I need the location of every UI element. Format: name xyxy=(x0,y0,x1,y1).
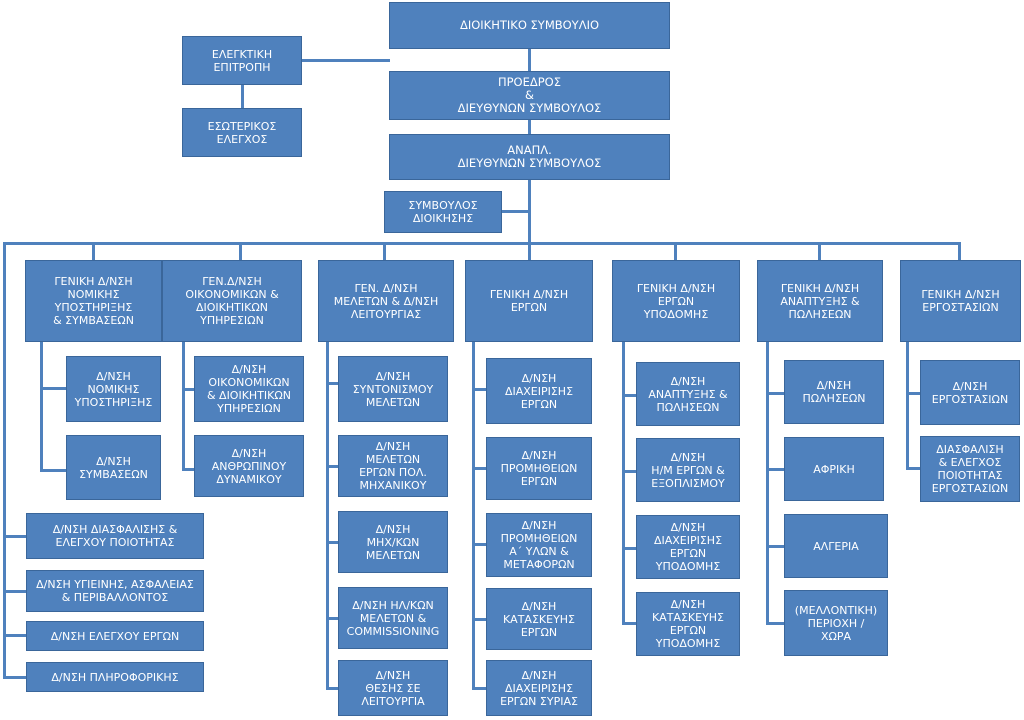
unit-project-procurement-box: Δ/ΝΣΗ ΠΡΟΜΗΘΕΙΩΝ ΕΡΓΩΝ xyxy=(486,437,592,500)
unit-materials-procurement-box: Δ/ΝΣΗ ΠΡΟΜΗΘΕΙΩΝ Α΄ ΥΛΩΝ & ΜΕΤΑΦΟΡΩΝ xyxy=(486,513,592,577)
drop-div-7 xyxy=(958,245,961,260)
stub-div3-u4 xyxy=(326,617,338,620)
stub-div5-u3 xyxy=(622,547,636,550)
spine-div-7 xyxy=(906,342,909,470)
stub-div4-u1 xyxy=(472,388,486,391)
connector-audit-committee xyxy=(302,59,390,62)
spine-div-1 xyxy=(40,342,43,472)
unit-human-resources-box: Δ/ΝΣΗ ΑΝΘΡΩΠΙΝΟΥ ΔΥΝΑΜΙΚΟΥ xyxy=(194,435,304,497)
stub-staff-1 xyxy=(6,535,26,538)
unit-study-coordination-box: Δ/ΝΣΗ ΣΥΝΤΟΝΙΣΜΟΥ ΜΕΛΕΤΩΝ xyxy=(338,356,448,422)
stub-div4-u3 xyxy=(472,543,486,546)
stub-staff-2 xyxy=(6,590,26,593)
bus-left-vertical xyxy=(3,242,6,679)
stub-div3-u3 xyxy=(326,541,338,544)
stub-div3-u2 xyxy=(326,465,338,468)
spine-div-4 xyxy=(472,342,475,690)
stub-div3-u1 xyxy=(326,382,338,385)
stub-div6-u2 xyxy=(766,468,784,471)
spine-div-2 xyxy=(182,342,185,471)
stub-div7-u1 xyxy=(906,392,920,395)
stub-div5-u1 xyxy=(622,394,636,397)
connector-ceo-deputy xyxy=(528,120,531,134)
unit-legal-support-box: Δ/ΝΣΗ ΝΟΜΙΚΗΣ ΥΠΟΣΤΗΡΙΞΗΣ xyxy=(66,356,161,422)
spine-div-6 xyxy=(766,342,769,625)
audit-committee-box: ΕΛΕΓΚΤΙΚΗ ΕΠΙΤΡΟΠΗ xyxy=(182,36,302,85)
unit-sales-box: Δ/ΝΣΗ ΠΩΛΗΣΕΩΝ xyxy=(784,360,884,424)
unit-development-sales-box: Δ/ΝΣΗ ΑΝΑΠΤΥΞΗΣ & ΠΩΛΗΣΕΩΝ xyxy=(636,362,740,426)
drop-div-2 xyxy=(239,245,242,260)
division-sales-box: ΓΕΝΙΚΗ Δ/ΝΣΗ ΑΝΑΠΤΥΞΗΣ & ΠΩΛΗΣΕΩΝ xyxy=(757,260,883,342)
stub-div5-u4 xyxy=(622,622,636,625)
division-studies-box: ΓΕΝ. Δ/ΝΣΗ ΜΕΛΕΤΩΝ & Δ/ΝΣΗ ΛΕΙΤΟΥΡΓΙΑΣ xyxy=(318,260,454,342)
unit-civil-engineering-box: Δ/ΝΣΗ ΜΕΛΕΤΩΝ ΕΡΓΩΝ ΠΟΛ. ΜΗΧΑΝΙΚΟΥ xyxy=(338,435,448,497)
connector-internal-audit xyxy=(241,85,244,108)
unit-electrical-commissioning-box: Δ/ΝΣΗ ΗΛ/ΚΩΝ ΜΕΛΕΤΩΝ & COMMISSIONING xyxy=(338,587,448,649)
division-factories-box: ΓΕΝΙΚΗ Δ/ΝΣΗ ΕΡΓΟΣΤΑΣΙΩΝ xyxy=(900,260,1021,342)
stub-div1-u2 xyxy=(40,469,66,472)
unit-project-management-box: Δ/ΝΣΗ ΔΙΑΧΕΙΡΙΣΗΣ ΕΡΓΩΝ xyxy=(486,358,592,424)
stub-staff-4 xyxy=(6,676,26,679)
division-legal-box: ΓΕΝΙΚΗ Δ/ΝΣΗ ΝΟΜΙΚΗΣ ΥΠΟΣΤΗΡΙΞΗΣ & ΣΥΜΒΑ… xyxy=(25,260,162,342)
stub-div4-u4 xyxy=(472,618,486,621)
division-finance-box: ΓΕΝ.Δ/ΝΣΗ ΟΙΚΟΝΟΜΙΚΩΝ & ΔΙΟΙΚΗΤΙΚΩΝ ΥΠΗΡ… xyxy=(162,260,302,342)
unit-factory-quality-box: ΔΙΑΣΦΑΛΙΣΗ & ΕΛΕΓΧΟΣ ΠΟΙΟΤΗΤΑΣ ΕΡΓΟΣΤΑΣΙ… xyxy=(920,436,1020,502)
unit-quality-assurance-box: Δ/ΝΣΗ ΔΙΑΣΦΑΛΙΣΗΣ & ΕΛΕΓΧΟΥ ΠΟΙΟΤΗΤΑΣ xyxy=(26,513,204,559)
unit-syria-projects-box: Δ/ΝΣΗ ΔΙΑΧΕΙΡΙΣΗΣ ΕΡΓΩΝ ΣΥΡΙΑΣ xyxy=(486,660,592,716)
stub-div6-u3 xyxy=(766,545,784,548)
unit-financial-admin-box: Δ/ΝΣΗ ΟΙΚΟΝΟΜΙΚΩΝ & ΔΙΟΙΚΗΤΙΚΩΝ ΥΠΗΡΕΣΙΩ… xyxy=(194,356,304,422)
drop-div-1 xyxy=(92,245,95,260)
stub-div7-u2 xyxy=(906,467,920,470)
ceo-box: ΠΡΟΕΔΡΟΣ & ΔΙΕΥΘΥΝΩΝ ΣΥΜΒΟΥΛΟΣ xyxy=(389,71,670,120)
unit-it-box: Δ/ΝΣΗ ΠΛΗΡΟΦΟΡΙΚΗΣ xyxy=(26,662,204,692)
unit-infrastructure-construction-box: Δ/ΝΣΗ ΚΑΤΑΣΚΕΥΗΣ ΕΡΓΩΝ ΥΠΟΔΟΜΗΣ xyxy=(636,592,740,656)
internal-audit-box: ΕΣΩΤΕΡΙΚΟΣ ΕΛΕΓΧΟΣ xyxy=(182,108,302,157)
advisor-box: ΣΥΜΒΟΥΛΟΣ ΔΙΟΙΚΗΣΗΣ xyxy=(384,191,502,233)
unit-operation-start-box: Δ/ΝΣΗ ΘΕΣΗΣ ΣΕ ΛΕΙΤΟΥΡΓΙΑ xyxy=(338,660,448,716)
stub-div1-u1 xyxy=(40,387,66,390)
stub-div4-u5 xyxy=(472,687,486,690)
spine-div-5 xyxy=(622,342,625,625)
connector-deputy-bus xyxy=(528,180,531,243)
stub-div6-u1 xyxy=(766,392,784,395)
division-projects-box: ΓΕΝΙΚΗ Δ/ΝΣΗ ΕΡΓΩΝ xyxy=(465,260,593,342)
unit-contracts-box: Δ/ΝΣΗ ΣΥΜΒΑΣΕΩΝ xyxy=(66,435,161,500)
division-infrastructure-box: ΓΕΝΙΚΗ Δ/ΝΣΗ ΕΡΓΩΝ ΥΠΟΔΟΜΗΣ xyxy=(612,260,740,342)
stub-staff-3 xyxy=(6,634,26,637)
drop-div-6 xyxy=(818,245,821,260)
connector-board-ceo xyxy=(528,49,531,71)
unit-algeria-box: ΑΛΓΕΡΙΑ xyxy=(784,514,888,578)
connector-advisor xyxy=(502,210,528,213)
board-box: ΔΙΟΙΚΗΤΙΚΟ ΣΥΜΒΟΥΛΙΟ xyxy=(389,2,670,49)
drop-div-4 xyxy=(528,245,531,260)
deputy-ceo-box: ΑΝΑΠΛ. ΔΙΕΥΘΥΝΩΝ ΣΥΜΒΟΥΛΟΣ xyxy=(389,134,670,180)
unit-mechanical-studies-box: Δ/ΝΣΗ ΜΗΧ/ΚΩΝ ΜΕΛΕΤΩΝ xyxy=(338,511,448,573)
stub-div3-u5 xyxy=(326,687,338,690)
unit-project-construction-box: Δ/ΝΣΗ ΚΑΤΑΣΚΕΥΗΣ ΕΡΓΩΝ xyxy=(486,588,592,650)
spine-div-3 xyxy=(326,342,329,690)
stub-div2-u1 xyxy=(182,388,194,391)
stub-div5-u2 xyxy=(622,470,636,473)
unit-em-equipment-box: Δ/ΝΣΗ Η/Μ ΕΡΓΩΝ & ΕΞΟΠΛΙΣΜΟΥ xyxy=(636,438,740,502)
unit-health-safety-box: Δ/ΝΣΗ ΥΓΙΕΙΝΗΣ, ΑΣΦΑΛΕΙΑΣ & ΠΕΡΙΒΑΛΛΟΝΤΟ… xyxy=(26,570,204,612)
unit-factories-box: Δ/ΝΣΗ ΕΡΓΟΣΤΑΣΙΩΝ xyxy=(920,360,1020,425)
unit-africa-box: ΑΦΡΙΚΗ xyxy=(784,437,884,501)
unit-infrastructure-management-box: Δ/ΝΣΗ ΔΙΑΧΕΙΡΙΣΗΣ ΕΡΓΩΝ ΥΠΟΔΟΜΗΣ xyxy=(636,515,740,579)
drop-div-5 xyxy=(674,245,677,260)
bus-horizontal xyxy=(3,242,961,245)
drop-div-3 xyxy=(383,245,386,260)
stub-div6-u4 xyxy=(766,622,784,625)
stub-div2-u2 xyxy=(182,468,194,471)
unit-future-region-box: (ΜΕΛΛΟΝΤΙΚΗ) ΠΕΡΙΟΧΗ / ΧΩΡΑ xyxy=(784,590,888,656)
unit-project-control-box: Δ/ΝΣΗ ΕΛΕΓΧΟΥ ΕΡΓΩΝ xyxy=(26,621,204,651)
stub-div4-u2 xyxy=(472,467,486,470)
